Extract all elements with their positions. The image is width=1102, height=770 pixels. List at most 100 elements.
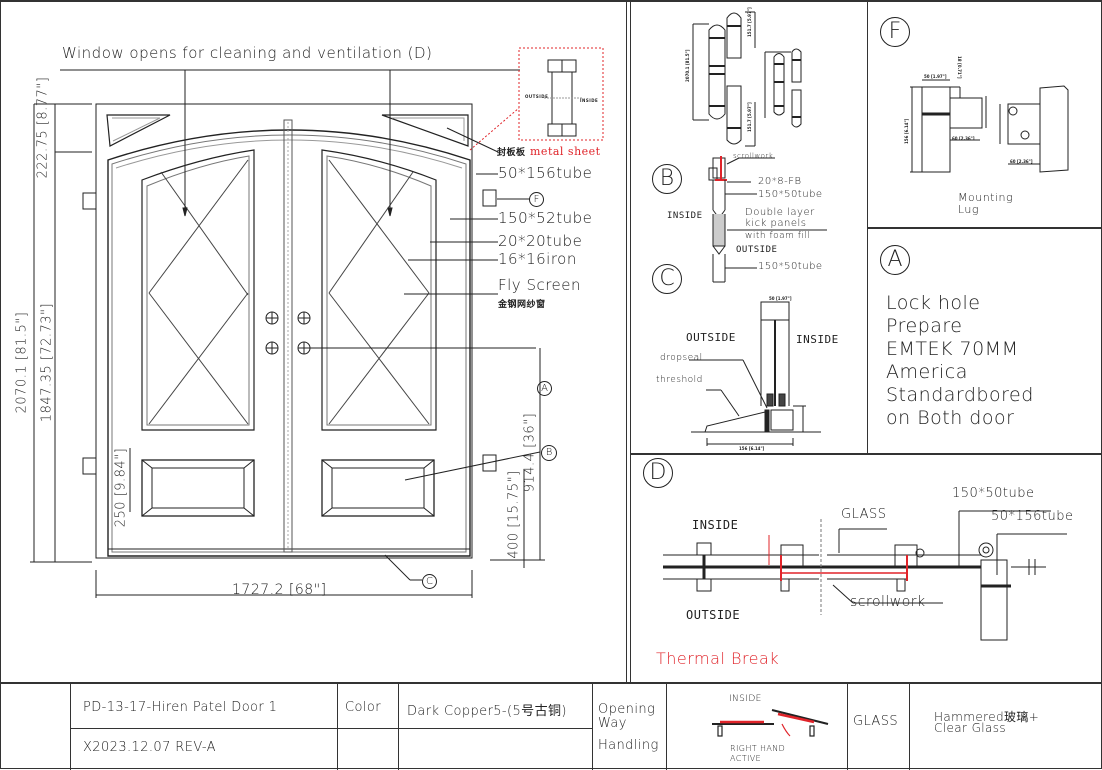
color-label: Color <box>345 700 381 715</box>
tag-c-detail: C <box>652 264 682 294</box>
svg-text:2070.1 [81.5"]: 2070.1 [81.5"] <box>685 49 690 82</box>
tb-col-opening-diagram <box>666 684 667 770</box>
svg-text:151.7 [5.97"]: 151.7 [5.97"] <box>747 7 752 37</box>
callout-50x156-tube: 50*156tube <box>498 164 593 182</box>
right-window-grille <box>328 159 430 425</box>
detail-b-tube2: 150*50tube <box>758 261 823 272</box>
svg-text:156 [6.14"]: 156 [6.14"] <box>739 446 765 451</box>
detail-f-title-2: Lug <box>958 203 980 216</box>
detail-d-tube1: 150*50tube <box>952 486 1035 501</box>
svg-text:60 [2.36"]: 60 [2.36"] <box>952 136 975 141</box>
detail-b-kick-2: kick panels <box>745 218 807 229</box>
detail-c-threshold: threshold <box>656 375 703 385</box>
tag-b-detail: B <box>652 164 682 194</box>
detail-b-outside: OUTSIDE <box>736 245 778 255</box>
revision: X2023.12.07 REV-A <box>83 740 216 755</box>
color-value: Dark Copper5-(5号古铜) <box>407 704 567 719</box>
svg-text:18 [0.71"]: 18 [0.71"] <box>957 56 962 79</box>
tag-f-main: F <box>529 192 544 207</box>
opening-inside-label: INSIDE <box>729 694 762 704</box>
tag-d-detail: D <box>643 458 673 488</box>
door-arch-frame <box>107 129 471 557</box>
opening-label-1: Opening <box>598 702 656 717</box>
svg-text:151.7 [5.97"]: 151.7 [5.97"] <box>747 102 752 132</box>
project-name: PD-13-17-Hiren Patel Door 1 <box>83 700 278 715</box>
callout-16x16-iron: 16*16iron <box>498 250 577 268</box>
metal-sheet-left <box>106 114 171 147</box>
tag-a-detail: A <box>880 245 910 275</box>
left-window-grille <box>148 159 249 425</box>
lock-holes <box>265 311 311 355</box>
right-kick-panel <box>321 459 435 517</box>
left-window-frame <box>141 149 255 431</box>
detail-a-notes: Lock hole Prepare EMTEK 70MM America Sta… <box>886 292 1034 430</box>
dim-door-height: 1847.35 [72.73"] <box>39 302 55 423</box>
detail-b-kick-1: Double layer <box>745 207 815 218</box>
divider-f-vertical <box>867 0 868 454</box>
callout-20x20-tube: 20*20tube <box>498 232 583 250</box>
opening-hand-2: ACTIVE <box>730 754 762 763</box>
detail-d-drawing <box>663 510 1067 641</box>
detail-a-line: Lock hole <box>886 292 981 314</box>
detail-b-c-drawing: 50 [1.97"] 156 [6.14"] <box>689 156 827 451</box>
metal-sheet-label: metal sheet <box>530 145 601 158</box>
detail-a-line: Prepare <box>886 315 963 337</box>
divider-d-top <box>630 453 1102 455</box>
tb-row-divider <box>70 728 592 729</box>
detail-d-thermal-break: Thermal Break <box>656 649 780 668</box>
svg-text:60 [2.36"]: 60 [2.36"] <box>1010 159 1033 164</box>
callout-150x52-tube: 150*52tube <box>498 209 593 227</box>
detail-a-line: on Both door <box>886 407 1015 429</box>
tb-col-opening-label <box>592 684 593 770</box>
detail-f-title-1: Mounting <box>958 191 1014 204</box>
glass-value-1: Hammered玻璃+ <box>934 710 1040 724</box>
metal-sheet-cn-label: 封板板 <box>497 148 526 158</box>
detail-b-kick-3: with foam fill <box>745 231 811 241</box>
outer-frame <box>95 103 473 559</box>
tb-col-project <box>70 684 71 770</box>
detail-c-inside: INSIDE <box>796 333 839 346</box>
detail-b-scrollwork: scrollwork <box>733 152 774 160</box>
tb-col-glass-label <box>847 684 848 770</box>
tb-col-color-value <box>398 684 399 770</box>
opening-way-diagram <box>712 709 829 737</box>
detail-d-glass: GLASS <box>841 507 887 522</box>
detail-b-fb: 20*8-FB <box>758 176 802 187</box>
detail-a-line: America <box>886 361 968 383</box>
svg-text:50 [1.97"]: 50 [1.97"] <box>924 74 947 79</box>
detail-f-drawing: 50 [1.97"] 18 [0.71"] 156 [6.14"] 60 [2.… <box>904 56 1069 173</box>
glass-label: GLASS <box>853 714 899 729</box>
door-elevation-drawing <box>30 47 604 598</box>
hinge-detail-drawing: 2070.1 [81.5"] 151.7 [5.97"] 151.7 [5.97… <box>685 7 802 147</box>
window-note: Window opens for cleaning and ventilatio… <box>62 44 433 62</box>
dim-top-height: 222.75 [8.77"] <box>35 76 51 179</box>
glass-value-2: Clear Glass <box>934 721 1007 735</box>
divider-main-right-2 <box>630 0 631 682</box>
dim-overall-height: 2070.1 [81.5"] <box>14 311 30 414</box>
astragal <box>283 119 293 553</box>
dim-overall-width: 1727.2 [68"] <box>232 582 327 598</box>
threshold <box>107 548 471 557</box>
detail-d-outside: OUTSIDE <box>686 608 741 622</box>
small-detail-outside: OUTSIDE <box>525 94 549 99</box>
dim-lock-height: 914.4 [36"] <box>522 412 538 493</box>
tag-b-main: B <box>541 445 557 461</box>
svg-text:50 [1.97"]: 50 [1.97"] <box>769 296 792 301</box>
tag-a-main: A <box>537 381 552 396</box>
detail-a-line: Standardbored <box>886 384 1034 406</box>
detail-d-inside: INSIDE <box>692 518 739 532</box>
opening-hand-1: RIGHT HAND <box>730 744 786 753</box>
dim-bottom-offset: 400 [15.75"] <box>506 470 522 559</box>
detail-c-outside: OUTSIDE <box>686 331 736 344</box>
left-kick-panel <box>141 459 255 517</box>
svg-text:156 [6.14"]: 156 [6.14"] <box>904 118 909 144</box>
dim-panel-height: 250 [9.84"] <box>113 447 129 528</box>
detail-d-scrollwork: scrollwork <box>850 594 926 610</box>
mounting-lug <box>82 192 97 210</box>
divider-f-a <box>868 227 1102 229</box>
detail-d-tube2: 50*156tube <box>991 509 1074 524</box>
detail-c-dropseal: dropseal <box>660 353 703 363</box>
opening-label-2: Way <box>598 716 627 731</box>
opening-label-3: Handling <box>598 738 659 753</box>
metal-sheet-right <box>381 114 469 147</box>
